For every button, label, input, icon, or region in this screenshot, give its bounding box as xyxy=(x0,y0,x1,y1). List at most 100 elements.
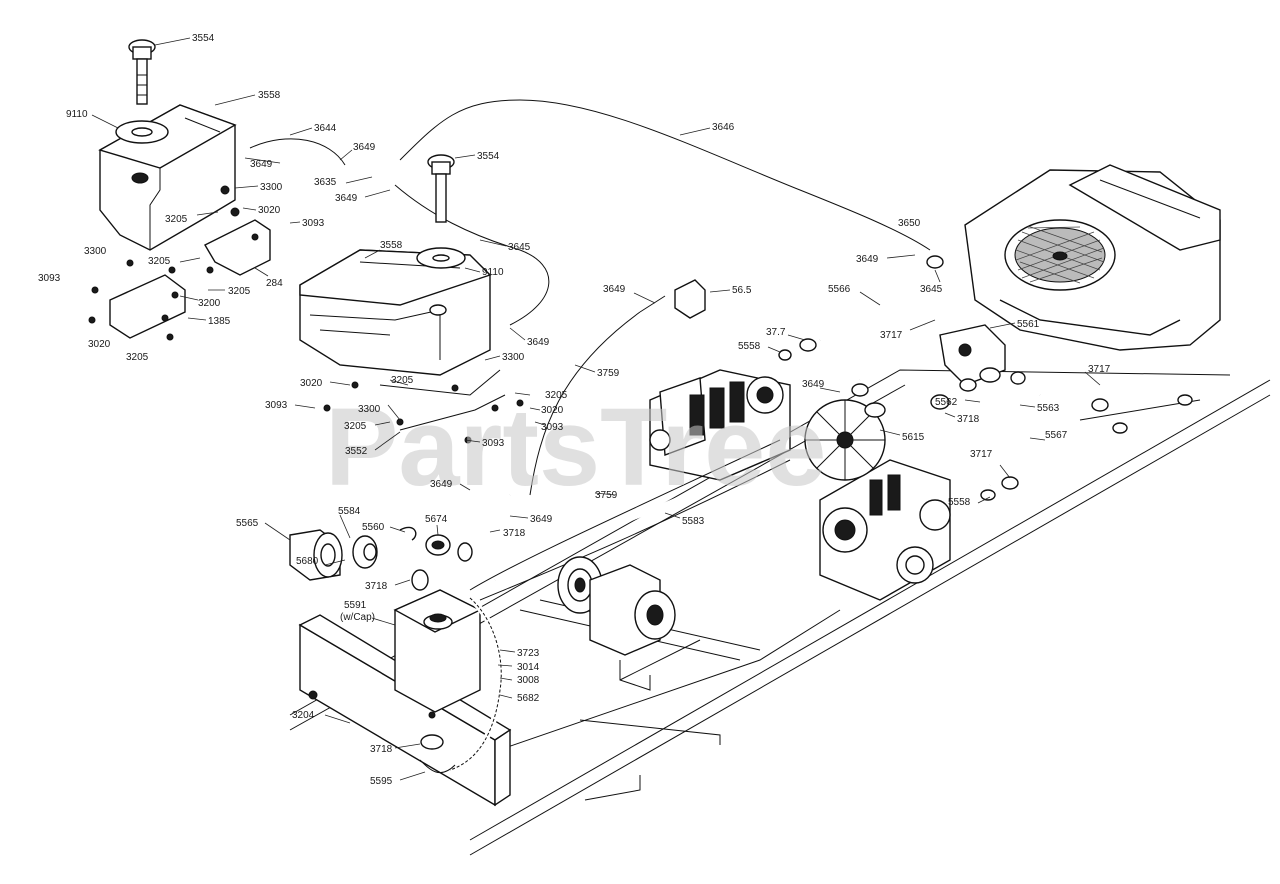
callout: 3718 xyxy=(489,528,526,539)
svg-text:3759: 3759 xyxy=(595,490,618,501)
svg-text:3645: 3645 xyxy=(508,242,531,253)
callout: 5560 xyxy=(362,522,406,533)
drive-belt xyxy=(469,439,791,601)
svg-text:284: 284 xyxy=(266,278,283,289)
callout: 3205 xyxy=(126,352,149,363)
svg-text:5583: 5583 xyxy=(682,516,705,527)
callout: 9110 xyxy=(66,109,119,129)
callout: 3645 xyxy=(920,269,943,295)
callout: 1385 xyxy=(187,316,231,327)
svg-text:5567: 5567 xyxy=(1045,430,1068,441)
svg-text:5561: 5561 xyxy=(1017,319,1040,330)
svg-text:3020: 3020 xyxy=(300,378,323,389)
hydraulic-pump-upper xyxy=(649,369,791,481)
callout: 3300 xyxy=(484,352,525,363)
fuel-cap-upper xyxy=(128,39,156,105)
callout: 37.7 xyxy=(766,327,806,341)
cooling-fan xyxy=(804,399,886,481)
callout: 3554 xyxy=(454,151,500,162)
tank-bracket-middle xyxy=(323,369,524,444)
svg-text:3552: 3552 xyxy=(345,446,368,457)
callout: 3717 xyxy=(1084,364,1111,386)
svg-text:5558: 5558 xyxy=(738,341,761,352)
callout: 3014 xyxy=(497,662,540,673)
callout: 3718 xyxy=(944,412,980,425)
engine xyxy=(964,164,1221,351)
callout: 5674 xyxy=(425,514,448,536)
svg-text:5615: 5615 xyxy=(902,432,925,443)
callout: 3649 xyxy=(856,254,916,265)
svg-text:3718: 3718 xyxy=(503,528,526,539)
svg-text:3020: 3020 xyxy=(258,205,281,216)
svg-text:3205: 3205 xyxy=(126,352,149,363)
callout: 3300 xyxy=(358,404,401,421)
svg-text:3718: 3718 xyxy=(365,581,388,592)
callout: 5566 xyxy=(828,284,881,306)
callout: 3558 xyxy=(214,90,281,106)
svg-text:3205: 3205 xyxy=(148,256,171,267)
svg-text:3204: 3204 xyxy=(292,710,315,721)
svg-text:3717: 3717 xyxy=(1088,364,1111,375)
callout: 3020 xyxy=(529,405,564,416)
svg-text:5565: 5565 xyxy=(236,518,259,529)
svg-text:5591: 5591 xyxy=(344,600,367,611)
svg-text:5584: 5584 xyxy=(338,506,361,517)
svg-text:3646: 3646 xyxy=(712,122,735,133)
callout: 3645 xyxy=(479,239,531,253)
svg-text:5566: 5566 xyxy=(828,284,851,295)
svg-text:3718: 3718 xyxy=(957,414,980,425)
svg-text:3200: 3200 xyxy=(198,298,221,309)
callout: 3205 xyxy=(208,286,251,297)
callout: 3205 xyxy=(389,375,414,386)
svg-text:3650: 3650 xyxy=(898,218,921,229)
svg-text:5680: 5680 xyxy=(296,556,319,567)
callout: 3649 xyxy=(244,157,281,170)
callout: 5680 xyxy=(296,556,346,567)
callout: 3558 xyxy=(364,240,403,259)
callout: 5595 xyxy=(370,771,426,787)
fuel-lines xyxy=(249,99,931,496)
callout: 3093 xyxy=(464,438,505,449)
svg-text:3649: 3649 xyxy=(250,159,273,170)
callout: 5562 xyxy=(935,397,981,408)
svg-text:3093: 3093 xyxy=(541,422,564,433)
tank-bracket xyxy=(88,185,271,341)
svg-text:3717: 3717 xyxy=(970,449,993,460)
svg-text:3649: 3649 xyxy=(856,254,879,265)
svg-text:3645: 3645 xyxy=(920,284,943,295)
svg-text:3759: 3759 xyxy=(597,368,620,379)
callout: 3649 xyxy=(335,189,391,204)
callout: 5591 xyxy=(344,600,367,611)
svg-text:5674: 5674 xyxy=(425,514,448,525)
callout: 3650 xyxy=(898,218,921,229)
fuel-cap-middle xyxy=(416,154,466,269)
callout: 284 xyxy=(254,267,283,289)
svg-text:3649: 3649 xyxy=(430,479,453,490)
callout: 3649 xyxy=(430,479,471,491)
svg-text:3008: 3008 xyxy=(517,675,540,686)
hoses xyxy=(419,309,1063,774)
svg-text:3644: 3644 xyxy=(314,123,337,134)
svg-text:5682: 5682 xyxy=(517,693,540,704)
svg-text:3649: 3649 xyxy=(353,142,376,153)
callout-labels: 3554 3558 9110 3644 3649 3649 3635 3649 … xyxy=(38,33,1111,787)
svg-text:9110: 9110 xyxy=(482,267,504,278)
callout: 3300 xyxy=(84,246,107,257)
callout: 3205 xyxy=(344,421,391,432)
callout: 5558 xyxy=(948,496,991,508)
svg-text:3649: 3649 xyxy=(527,337,550,348)
svg-text:3635: 3635 xyxy=(314,177,337,188)
callout: 5565 xyxy=(236,518,291,541)
callout: 3723 xyxy=(499,648,540,659)
svg-text:56.5: 56.5 xyxy=(732,285,752,296)
gearbox xyxy=(589,564,676,691)
svg-text:37.7: 37.7 xyxy=(766,327,786,338)
oil-filter xyxy=(289,529,343,581)
callout: 3300 xyxy=(234,182,283,193)
callout: 3093 xyxy=(534,421,564,433)
callout: 3644 xyxy=(289,123,337,136)
callout: 5584 xyxy=(338,506,361,539)
callout: 3093 xyxy=(38,273,61,284)
callout: 3200 xyxy=(179,295,221,309)
